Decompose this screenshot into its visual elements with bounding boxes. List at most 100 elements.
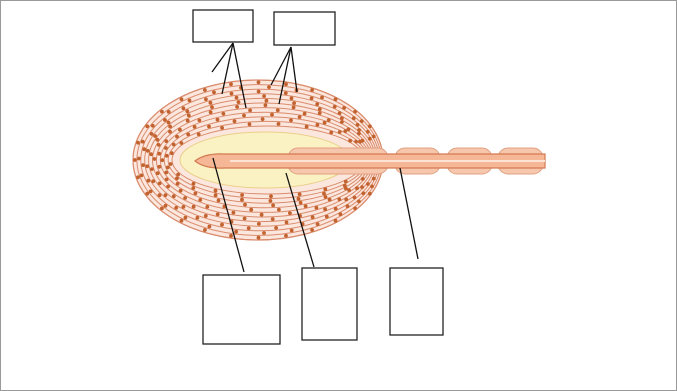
nucleus-dot [213, 193, 218, 198]
nucleus-dot [235, 105, 240, 109]
nucleus-dot [205, 205, 210, 209]
nucleus-dot [136, 175, 140, 180]
nucleus-dot [298, 200, 303, 205]
nucleus-dot [291, 105, 296, 110]
nucleus-dot [275, 108, 280, 113]
nucleus-dot [185, 118, 190, 123]
nucleus-dot [366, 182, 370, 186]
leader-line [212, 157, 245, 273]
nucleus-dot [220, 222, 224, 227]
nucleus-dot [352, 195, 357, 200]
nucleus-dot [262, 94, 266, 98]
nucleus-dot [160, 109, 164, 114]
nucleus-dot [246, 226, 251, 231]
nucleus-dot [169, 151, 174, 156]
nucleus-dot [168, 124, 173, 129]
nucleus-dot [175, 181, 180, 186]
nucleus-dot [164, 177, 169, 182]
nucleus-dot [359, 119, 364, 123]
nucleus-dot [353, 109, 357, 114]
nucleus-dot [342, 183, 347, 188]
nucleus-dot [367, 124, 372, 129]
nucleus-dot [355, 186, 359, 191]
nucleus-dot [183, 215, 188, 220]
label-box-top-right[interactable] [273, 11, 336, 46]
nucleus-dot [155, 171, 160, 176]
label-box-top-left[interactable] [192, 9, 254, 43]
nucleus-dot [234, 95, 239, 100]
nucleus-dot [149, 132, 154, 136]
nucleus-dot [284, 233, 288, 238]
nucleus-dot [197, 118, 202, 123]
nucleus-dot [191, 204, 196, 209]
nucleus-dot [304, 124, 309, 129]
nucleus-dot [256, 235, 261, 240]
nucleus-dot [302, 111, 307, 116]
nucleus-dot [292, 101, 296, 105]
nucleus-dot [203, 228, 207, 232]
nucleus-dot [269, 194, 273, 199]
nucleus-dot [264, 98, 269, 103]
nucleus-dot [145, 149, 150, 153]
nucleus-dot [192, 125, 197, 129]
label-box-bottom-right[interactable] [389, 267, 444, 336]
nucleus-dot [267, 85, 271, 89]
nucleus-dot [342, 106, 346, 110]
nucleus-dot [289, 96, 294, 101]
label-box-bottom-left[interactable] [202, 274, 281, 345]
nucleus-dot [186, 132, 191, 137]
nucleus-dot [323, 195, 328, 199]
nucleus-dot [198, 198, 203, 202]
nucleus-dot [148, 189, 153, 194]
nucleus-dot [371, 176, 376, 181]
nucleus-dot [152, 157, 157, 161]
nucleus-dot [232, 119, 237, 124]
nucleus-dot [365, 129, 370, 134]
nucleus-dot [358, 139, 362, 144]
nucleus-dot [354, 139, 358, 144]
nucleus-dot [168, 129, 172, 134]
nucleus-dot [163, 118, 167, 122]
nucleus-dot [166, 184, 171, 189]
nucleus-dot [168, 162, 173, 166]
nucleus-dot [247, 122, 252, 127]
nucleus-dot [208, 100, 213, 105]
nucleus-dot [160, 206, 164, 211]
leader-line [211, 42, 234, 73]
nucleus-dot [157, 151, 162, 156]
nucleus-dot [164, 153, 169, 158]
nucleus-dot [212, 90, 216, 95]
nucleus-dot [320, 95, 324, 100]
nucleus-dot [186, 113, 191, 118]
nucleus-dot [283, 91, 288, 95]
nucleus-dot [164, 146, 168, 150]
nucleus-dot [213, 188, 218, 193]
leader-line [290, 46, 298, 93]
nucleus-dot [203, 214, 208, 218]
nucleus-dot [361, 191, 366, 196]
leader-lines [211, 42, 419, 273]
nucleus-dot [150, 123, 155, 128]
leader-line [221, 42, 234, 95]
label-box-bottom-middle[interactable] [301, 267, 358, 341]
nucleus-dot [260, 117, 265, 121]
nucleus-dot [156, 143, 161, 147]
nucleus-dot [315, 122, 320, 127]
nucleus-dot [323, 207, 327, 212]
nucleus-dot [324, 214, 329, 219]
nucleus-dot [133, 158, 137, 162]
nucleus-dot [259, 212, 264, 217]
nucleus-dot [351, 116, 356, 121]
nucleus-dot [151, 179, 156, 184]
nucleus-dot [178, 127, 182, 132]
nucleus-dot [229, 91, 234, 96]
nucleus-dot [181, 106, 186, 111]
nucleus-dot [166, 110, 171, 114]
nucleus-dot [337, 197, 342, 202]
nucleus-dot [166, 120, 171, 125]
nucleus-dot [157, 193, 162, 198]
nucleus-dot [322, 120, 327, 125]
nucleus-dot [240, 197, 244, 202]
nucleus-dot [195, 215, 200, 220]
